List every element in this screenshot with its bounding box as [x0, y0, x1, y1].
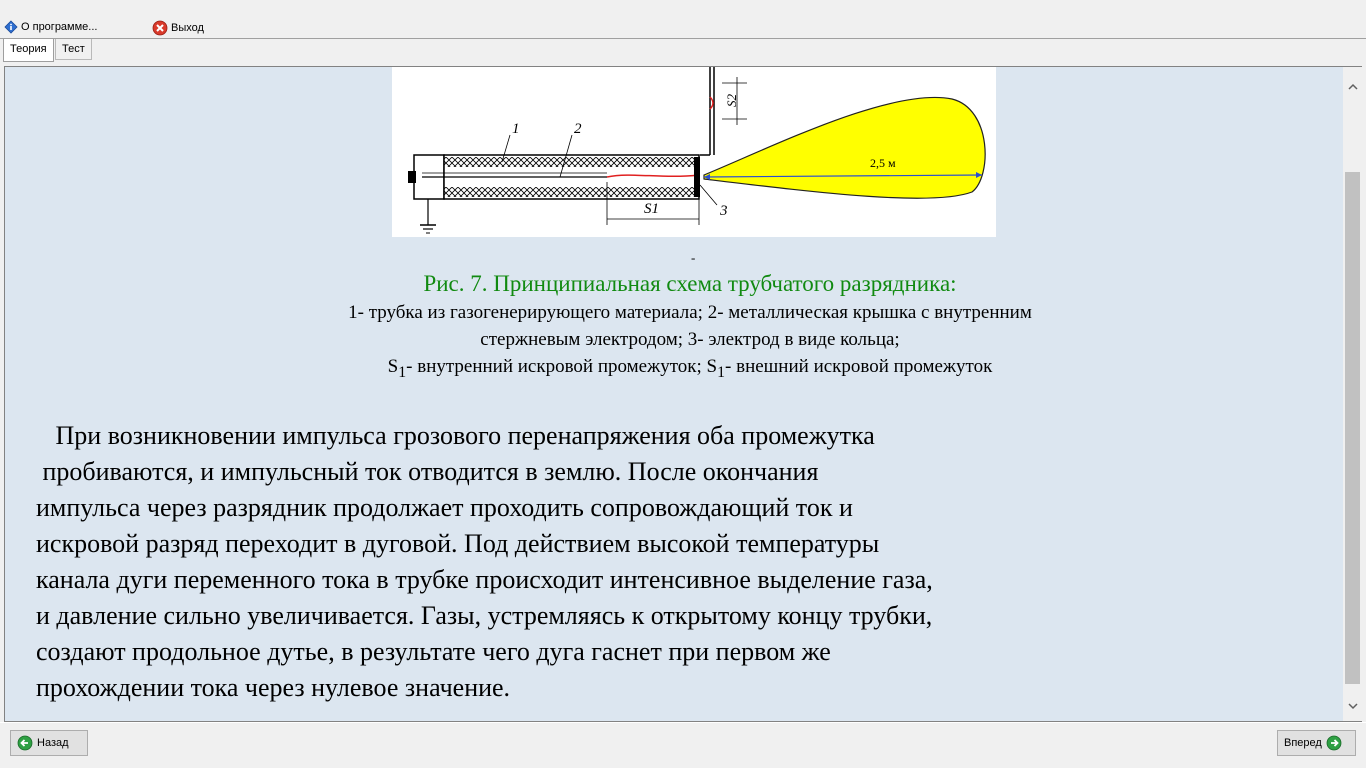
content-panel: 2,5 м S2: [4, 66, 1362, 722]
label-3: 3: [719, 203, 728, 219]
tab-theory[interactable]: Теория: [3, 39, 54, 62]
forward-button[interactable]: Вперед: [1277, 730, 1356, 756]
figure-separator: -: [691, 250, 696, 265]
menu-about[interactable]: О программе...: [4, 20, 97, 34]
exit-icon: [152, 20, 168, 36]
label-s2: S2: [724, 94, 739, 108]
menu-about-label: О программе...: [21, 21, 98, 33]
figure-caption-title: Рис. 7. Принципиальная схема трубчатого …: [423, 271, 957, 296]
paragraph-line-6: и давление сильно увеличивается. Газы, у…: [36, 601, 933, 630]
paragraph-line-4: искровой разряд переходит в дуговой. Под…: [36, 529, 880, 558]
paragraph-line-1: При возникновении импульса грозового пер…: [36, 421, 875, 450]
paragraph-line-2: пробиваются, и импульсный ток отводится …: [36, 457, 819, 486]
menu-separator: [0, 38, 1366, 39]
paragraph-line-3: импульса через разрядник продолжает прох…: [36, 493, 853, 522]
scroll-thumb[interactable]: [1345, 172, 1360, 684]
paragraph-line-7: создают продольное дутье, в результате ч…: [36, 637, 831, 666]
forward-button-label: Вперед: [1284, 737, 1322, 749]
gas-flame: [703, 96, 986, 199]
label-2: 2: [574, 121, 582, 137]
back-button-label: Назад: [37, 737, 69, 749]
back-button[interactable]: Назад: [10, 730, 88, 756]
scroll-down-button[interactable]: [1343, 697, 1362, 715]
arrow-left-icon: [17, 735, 33, 751]
figure-caption-line-2: стержневым электродом; 3- электрод в вид…: [480, 329, 900, 350]
arrester-diagram-svg: 2,5 м S2: [408, 67, 986, 234]
chevron-up-icon: [1347, 83, 1358, 90]
figure-caption-line-1: 1- трубка из газогенерирующего материала…: [348, 302, 1032, 323]
vertical-scrollbar[interactable]: [1343, 67, 1362, 721]
label-1: 1: [512, 121, 520, 137]
paragraph-line-5: канала дуги переменного тока в трубке пр…: [36, 565, 933, 594]
menu-exit-label: Выход: [171, 22, 204, 34]
tab-test[interactable]: Тест: [55, 39, 92, 60]
chevron-down-icon: [1347, 702, 1358, 709]
distance-label: 2,5 м: [870, 156, 896, 170]
scroll-up-button[interactable]: [1343, 77, 1362, 95]
label-s1: S1: [644, 201, 659, 217]
menu-exit[interactable]: Выход: [152, 20, 204, 36]
arrow-right-icon: [1326, 735, 1342, 751]
bottom-separator: [0, 722, 1366, 723]
arrester-diagram: 2,5 м S2: [392, 67, 996, 237]
menu-bar: О программе... Выход: [0, 18, 1366, 38]
figure-caption-line-3: S1- внутренний искровой промежуток; S1- …: [387, 356, 993, 381]
paragraph-line-8: прохождении тока через нулевое значение.: [36, 673, 511, 702]
info-icon: [4, 20, 18, 34]
